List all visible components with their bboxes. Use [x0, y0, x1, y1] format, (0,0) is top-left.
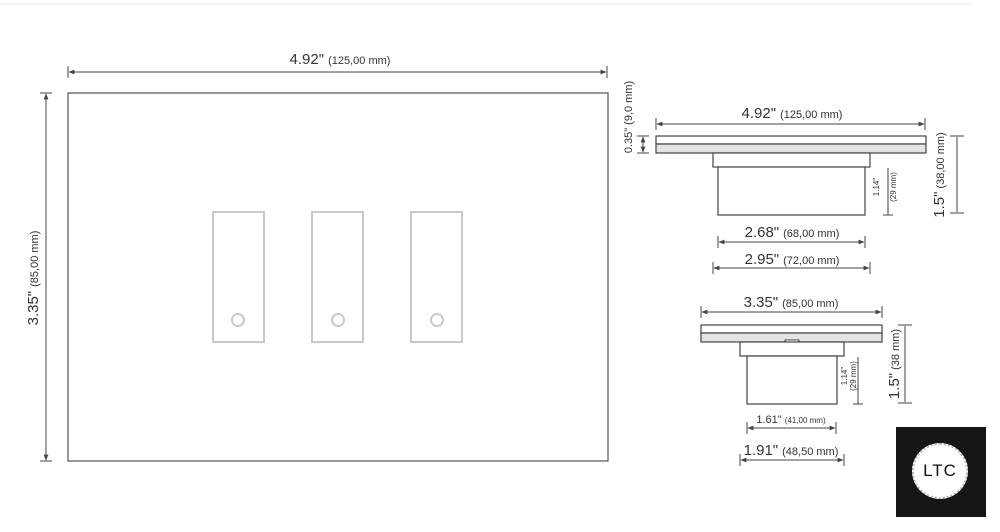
- box-depth-inch-label: 1.14": [872, 178, 881, 197]
- total-depth-label: 1.5"(38,00 mm): [931, 132, 948, 217]
- mounting-flange: [712, 152, 871, 168]
- side-view-short: 3.35"(85,00 mm) 1.14" (29 mm) 1.5"(38 mm…: [700, 294, 912, 466]
- indicator-led: [231, 313, 245, 327]
- rocker-switch-3: [410, 211, 463, 343]
- side-view-long: 0.35"(9,0 mm) 4.92"(125,00 mm) 1.14" (29…: [623, 81, 964, 274]
- brand-logo: LTC: [896, 427, 986, 517]
- front-view: 4.92"(125,00 mm) 3.35"(85,00 mm): [25, 51, 609, 462]
- box-depth-inch-label: 1.14": [840, 367, 849, 386]
- wall-box-body: [746, 355, 838, 405]
- box-depth-mm-label: (29 mm): [889, 172, 898, 202]
- box-width-label: 1.61"(41,00 mm): [756, 414, 826, 426]
- box-width-label: 2.68"(68,00 mm): [745, 224, 840, 241]
- front-height-label: 3.35"(85,00 mm): [25, 231, 42, 326]
- total-depth-label: 1.5"(38 mm): [886, 329, 903, 399]
- flange-width-label: 2.95"(72,00 mm): [745, 251, 840, 268]
- logo-emblem: LTC: [912, 443, 968, 499]
- box-depth-mm-label: (29 mm): [849, 361, 858, 391]
- indicator-led: [430, 313, 444, 327]
- plate-front-layer: [700, 324, 883, 334]
- wall-box-body: [717, 166, 866, 216]
- mounting-flange: [739, 341, 845, 357]
- rocker-switch-1: [212, 211, 265, 343]
- side-short-width-label: 3.35"(85,00 mm): [744, 294, 839, 311]
- indicator-led: [331, 313, 345, 327]
- side-long-width-label: 4.92"(125,00 mm): [742, 105, 843, 122]
- plate-back-layer: [655, 143, 927, 154]
- plate-front-layer: [655, 135, 927, 145]
- flange-width-label: 1.91"(48,50 mm): [744, 442, 839, 459]
- front-width-label: 4.92"(125,00 mm): [290, 51, 391, 68]
- rocker-switch-2: [311, 211, 364, 343]
- plate-thickness-label: 0.35"(9,0 mm): [623, 81, 635, 153]
- logo-text: LTC: [923, 461, 957, 480]
